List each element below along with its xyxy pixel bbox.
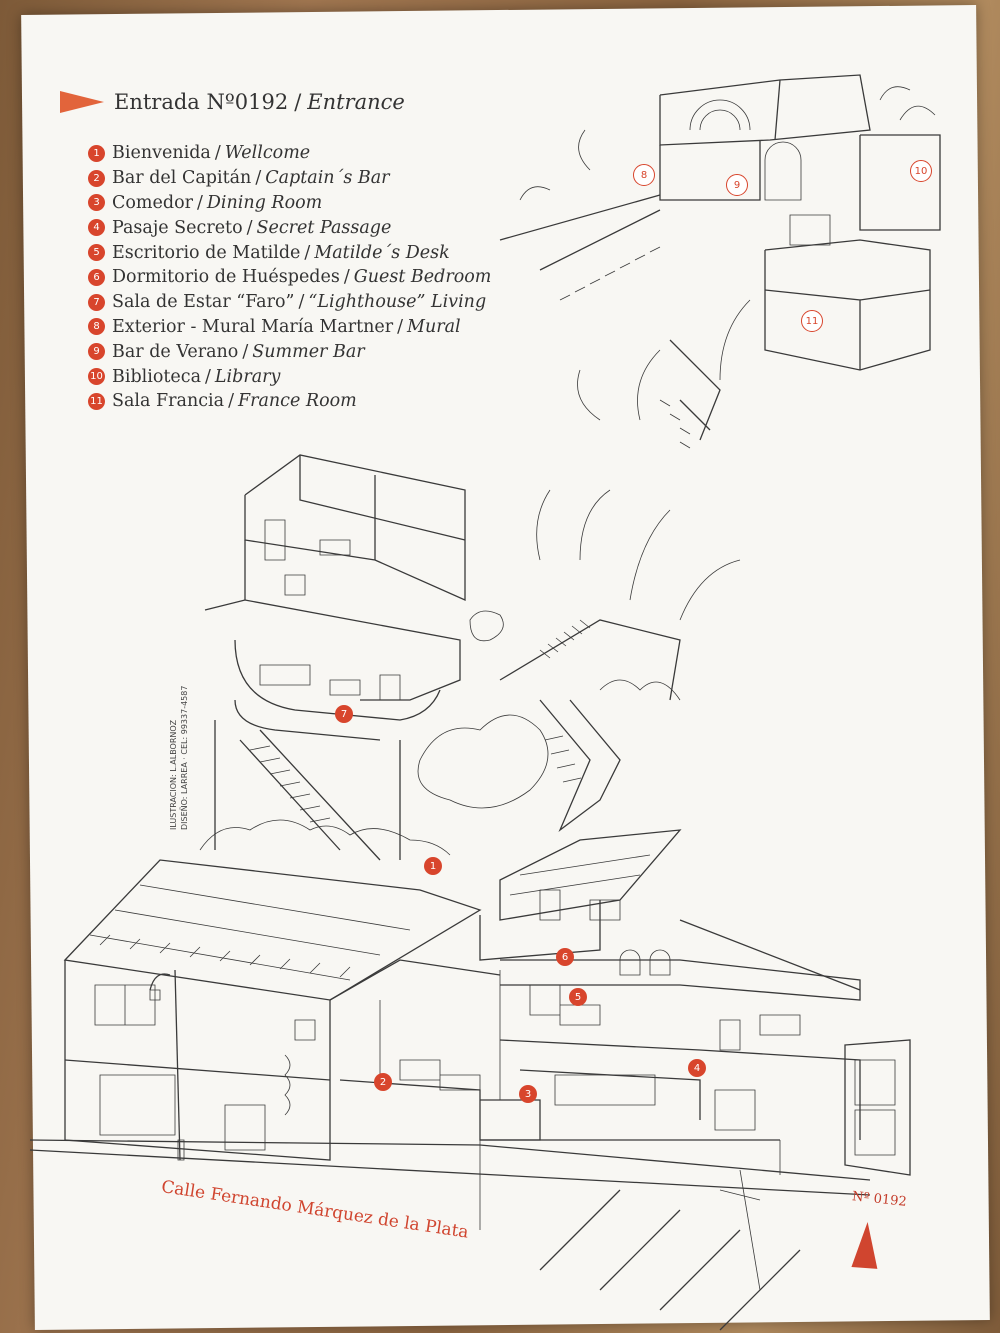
illustration-credits: ILUSTRACION: L.ALBORNOZ DISEÑO: LARREA ·… <box>168 686 190 830</box>
legend-label-es: Exterior - Mural María Martner <box>112 316 394 337</box>
legend-label-es: Bar del Capitán <box>112 168 252 189</box>
map-pin-biblioteca: 10 <box>910 160 932 182</box>
legend-label-es: Escritorio de Matilde <box>112 242 301 263</box>
legend-number-badge: 1 <box>88 144 105 162</box>
annex-drawing <box>499 74 941 449</box>
legend-label-es: Bar de Verano <box>112 341 239 362</box>
map-pin-bar-de-verano: 9 <box>726 174 748 196</box>
credits-illustration: ILUSTRACION: L.ALBORNOZ <box>169 719 178 830</box>
map-pin-exterior-mural: 8 <box>633 164 655 186</box>
entrance-title: Entrada Nº0192 / Entrance <box>60 90 405 114</box>
legend-number-badge: 4 <box>88 219 105 237</box>
entrance-title-en: Entrance <box>307 90 405 114</box>
legend-label-en: Library <box>214 366 281 387</box>
legend-label-en: Dining Room <box>206 192 323 213</box>
legend-number-badge: 8 <box>88 318 105 336</box>
legend-label-es: Sala de Estar “Faro” <box>112 292 295 313</box>
legend-label-en: Captain´s Bar <box>265 168 390 189</box>
legend-label-en: Mural <box>407 316 461 337</box>
legend-label-en: “Lighthouse” Living <box>308 292 487 313</box>
garden-drawing <box>417 489 741 832</box>
legend-label-en: Wellcome <box>224 143 311 164</box>
map-pin-pasaje-secreto: 4 <box>688 1059 706 1077</box>
legend-number-badge: 6 <box>88 268 105 286</box>
map-pin-dormitorio-de-huespedes: 6 <box>556 948 574 966</box>
credits-design: DISEÑO: LARREA · CEL: 99337-4587 <box>180 685 189 830</box>
legend-label-es: Bienvenida <box>112 143 211 164</box>
legend-number-badge: 9 <box>88 343 105 361</box>
legend-number-badge: 10 <box>88 368 105 386</box>
map-pin-bar-del-capitan: 2 <box>374 1073 392 1091</box>
main-house-drawing <box>29 819 911 1331</box>
tower-drawing <box>204 454 466 861</box>
legend-label-en: Summer Bar <box>252 341 365 362</box>
map-pin-escritorio-de-matilde: 5 <box>569 988 587 1006</box>
legend-label-es: Dormitorio de Huéspedes <box>112 267 340 288</box>
legend-label-es: Biblioteca <box>112 366 202 387</box>
map-pin-sala-de-estar-faro: 7 <box>335 705 353 723</box>
legend-label-es: Sala Francia <box>112 391 225 412</box>
legend-number-badge: 2 <box>88 169 105 187</box>
legend-label-en: Guest Bedroom <box>353 267 492 288</box>
north-arrow-icon <box>851 1221 881 1269</box>
map-pin-sala-francia: 11 <box>801 310 823 332</box>
map-pin-comedor: 3 <box>519 1085 537 1103</box>
entrance-separator: / <box>294 90 302 114</box>
legend-label-en: Secret Passage <box>256 217 392 238</box>
map-pin-bienvenida: 1 <box>424 857 442 875</box>
legend-number-badge: 11 <box>88 392 105 410</box>
legend-label-es: Comedor <box>112 192 193 213</box>
legend-label-en: Matilde´s Desk <box>314 242 450 263</box>
legend-number-badge: 7 <box>88 293 105 311</box>
legend-number-badge: 5 <box>88 244 105 262</box>
legend-label-es: Pasaje Secreto <box>112 217 243 238</box>
entrance-flag-icon <box>60 91 104 113</box>
legend-number-badge: 3 <box>88 194 105 212</box>
legend-label-en: France Room <box>237 391 357 412</box>
entrance-title-es: Entrada Nº0192 <box>114 90 289 114</box>
